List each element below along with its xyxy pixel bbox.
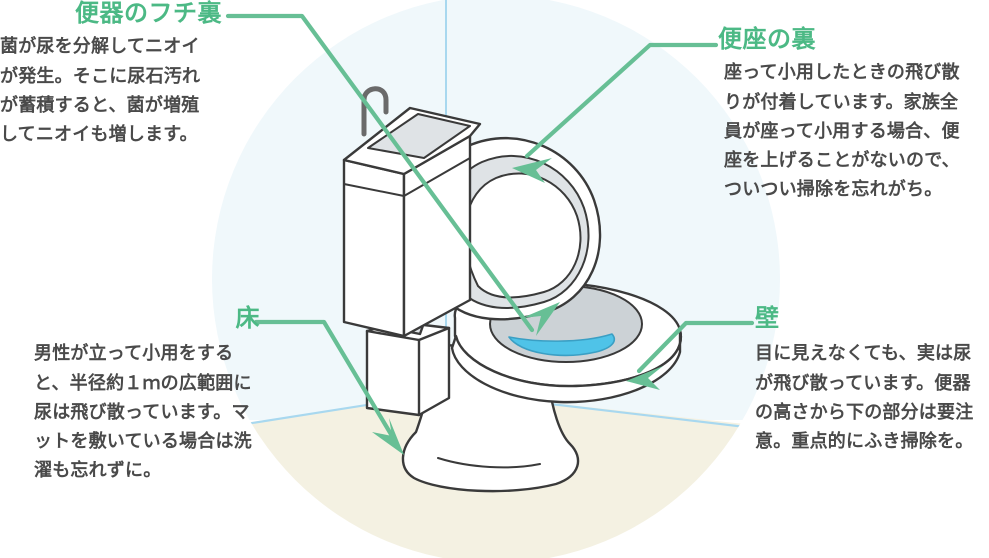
callout-rim-underside: 便器のフチ裏 菌が尿を分解してニオイが発生。そこに尿石汚れが蓄積すると、菌が増殖…: [0, 0, 230, 149]
pedestal-crease: [437, 457, 541, 469]
side-box: [365, 320, 451, 417]
callout-seat-body: 座って小用したときの飛び散りが付着しています。家族全員が座って小用する場合、便座…: [724, 62, 960, 201]
callout-seat-title: 便座の裏: [718, 25, 816, 53]
callout-seat-underside: 便座の裏 座って小用したときの飛び散りが付着しています。家族全員が座って小用する…: [718, 26, 989, 204]
toilet-bowl-skirt: [450, 328, 683, 404]
toilet-drawing: [342, 86, 683, 493]
callout-floor-body: 男性が立って小用をすると、半径約１ｍの広範囲に尿は飛び散っています。マットを敷い…: [34, 343, 252, 482]
callout-wall: 壁 目に見えなくても、実は尿が飛び散っています。便器の高さから下の部分は要注意。…: [755, 305, 989, 456]
leader-arrowheads: [372, 158, 663, 455]
callout-rim-body: 菌が尿を分解してニオイが発生。そこに尿石汚れが蓄積すると、菌が増殖してニオイも増…: [0, 36, 201, 145]
callout-wall-body: 目に見えなくても、実は尿が飛び散っています。便器の高さから下の部分は要注意。重点…: [755, 343, 974, 452]
callout-floor: 床 男性が立って小用をすると、半径約１ｍの広範囲に尿は飛び散っています。マットを…: [10, 305, 268, 485]
arrowhead-rim: [522, 302, 560, 336]
callout-wall-title: 壁: [755, 304, 780, 332]
callout-rim-title: 便器のフチ裏: [75, 0, 222, 27]
arrowhead-floor: [372, 418, 404, 455]
leader-lines: [225, 13, 755, 449]
lid-opening: [463, 172, 582, 299]
leader-line-seat: [524, 42, 719, 159]
arrowhead-wall: [626, 366, 663, 390]
leader-line-wall: [636, 320, 755, 374]
callout-floor-title: 床: [235, 304, 260, 332]
leader-line-floor: [253, 319, 401, 449]
leader-line-rim: [225, 13, 535, 333]
arrowhead-seat: [512, 158, 552, 183]
bowl-water: [508, 333, 616, 357]
